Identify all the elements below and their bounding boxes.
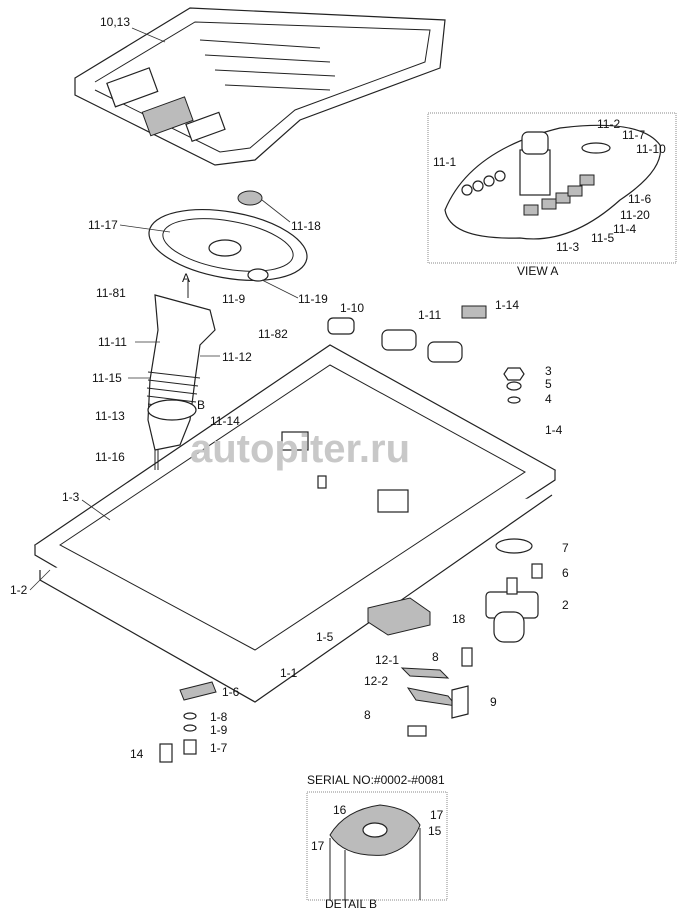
label-1-11: 1-11 — [418, 308, 441, 322]
view-a-label-11-10: 11-10 — [636, 142, 666, 156]
label-1-14: 1-14 — [495, 298, 519, 312]
label-1-9: 1-9 — [210, 723, 228, 737]
label-12-2: 12-2 — [364, 674, 388, 688]
leader-lines — [29, 27, 299, 591]
arrow-label-b: B — [197, 398, 205, 412]
label-11-81: 11-81 — [96, 286, 126, 300]
label-12-1: 12-1 — [375, 653, 399, 667]
label-11-18: 11-18 — [291, 219, 321, 233]
label-10-13: 10,13 — [100, 15, 130, 29]
label-1-2: 1-2 — [10, 583, 28, 597]
view-a-label-11-5: 11-5 — [591, 231, 614, 245]
label-7: 7 — [562, 541, 569, 555]
view-a-label-11-6: 11-6 — [628, 192, 651, 206]
view-a-label-11-7: 11-7 — [622, 128, 645, 142]
label-8-bottom: 8 — [364, 708, 371, 722]
detail-b-label-16: 16 — [333, 803, 347, 817]
label-4: 4 — [545, 392, 552, 406]
label-2: 2 — [562, 598, 569, 612]
detail-b-inset — [306, 791, 448, 901]
label-11-17: 11-17 — [88, 218, 118, 232]
label-11-15: 11-15 — [92, 371, 122, 385]
floor-mat — [74, 7, 446, 166]
label-11-16: 11-16 — [95, 450, 125, 464]
view-a-inset — [427, 112, 677, 264]
label-1-7: 1-7 — [210, 741, 228, 755]
detail-b-label-17-right: 17 — [430, 808, 444, 822]
label-5: 5 — [545, 377, 552, 391]
view-a-title: VIEW A — [517, 264, 558, 278]
label-1-6: 1-6 — [222, 685, 240, 699]
view-a-label-11-3: 11-3 — [556, 240, 579, 254]
hardware — [159, 367, 543, 763]
label-1-8: 1-8 — [210, 710, 228, 724]
label-8-top: 8 — [432, 650, 439, 664]
detail-b-serial: SERIAL NO:#0002-#0081 — [307, 773, 445, 787]
floor-frame — [33, 344, 557, 703]
detail-b-title: DETAIL B — [325, 897, 377, 911]
label-6: 6 — [562, 566, 569, 580]
label-1-1: 1-1 — [280, 666, 298, 680]
label-11-82: 11-82 — [258, 327, 288, 341]
label-18: 18 — [452, 612, 466, 626]
view-a-label-11-1: 11-1 — [433, 155, 456, 169]
view-a-label-11-2: 11-2 — [597, 117, 620, 131]
label-1-3: 1-3 — [62, 490, 80, 504]
control-column — [146, 280, 216, 470]
detail-b-label-15: 15 — [428, 824, 442, 838]
label-11-9: 11-9 — [222, 292, 245, 306]
label-11-12: 11-12 — [222, 350, 252, 364]
label-11-11: 11-11 — [98, 335, 127, 349]
label-11-13: 11-13 — [95, 409, 125, 423]
label-1-5: 1-5 — [316, 630, 334, 644]
label-3: 3 — [545, 364, 552, 378]
arrow-label-a: A — [182, 271, 190, 285]
label-9: 9 — [490, 695, 497, 709]
label-11-14: 11-14 — [210, 414, 240, 428]
grommets — [327, 305, 487, 363]
view-a-label-11-20: 11-20 — [620, 208, 650, 222]
label-14: 14 — [130, 747, 144, 761]
label-11-19: 11-19 — [298, 292, 328, 306]
steering-plate — [148, 190, 308, 282]
label-1-10: 1-10 — [340, 301, 364, 315]
view-a-label-11-4: 11-4 — [613, 222, 636, 236]
label-1-4: 1-4 — [545, 423, 563, 437]
detail-b-label-17-left: 17 — [311, 839, 325, 853]
